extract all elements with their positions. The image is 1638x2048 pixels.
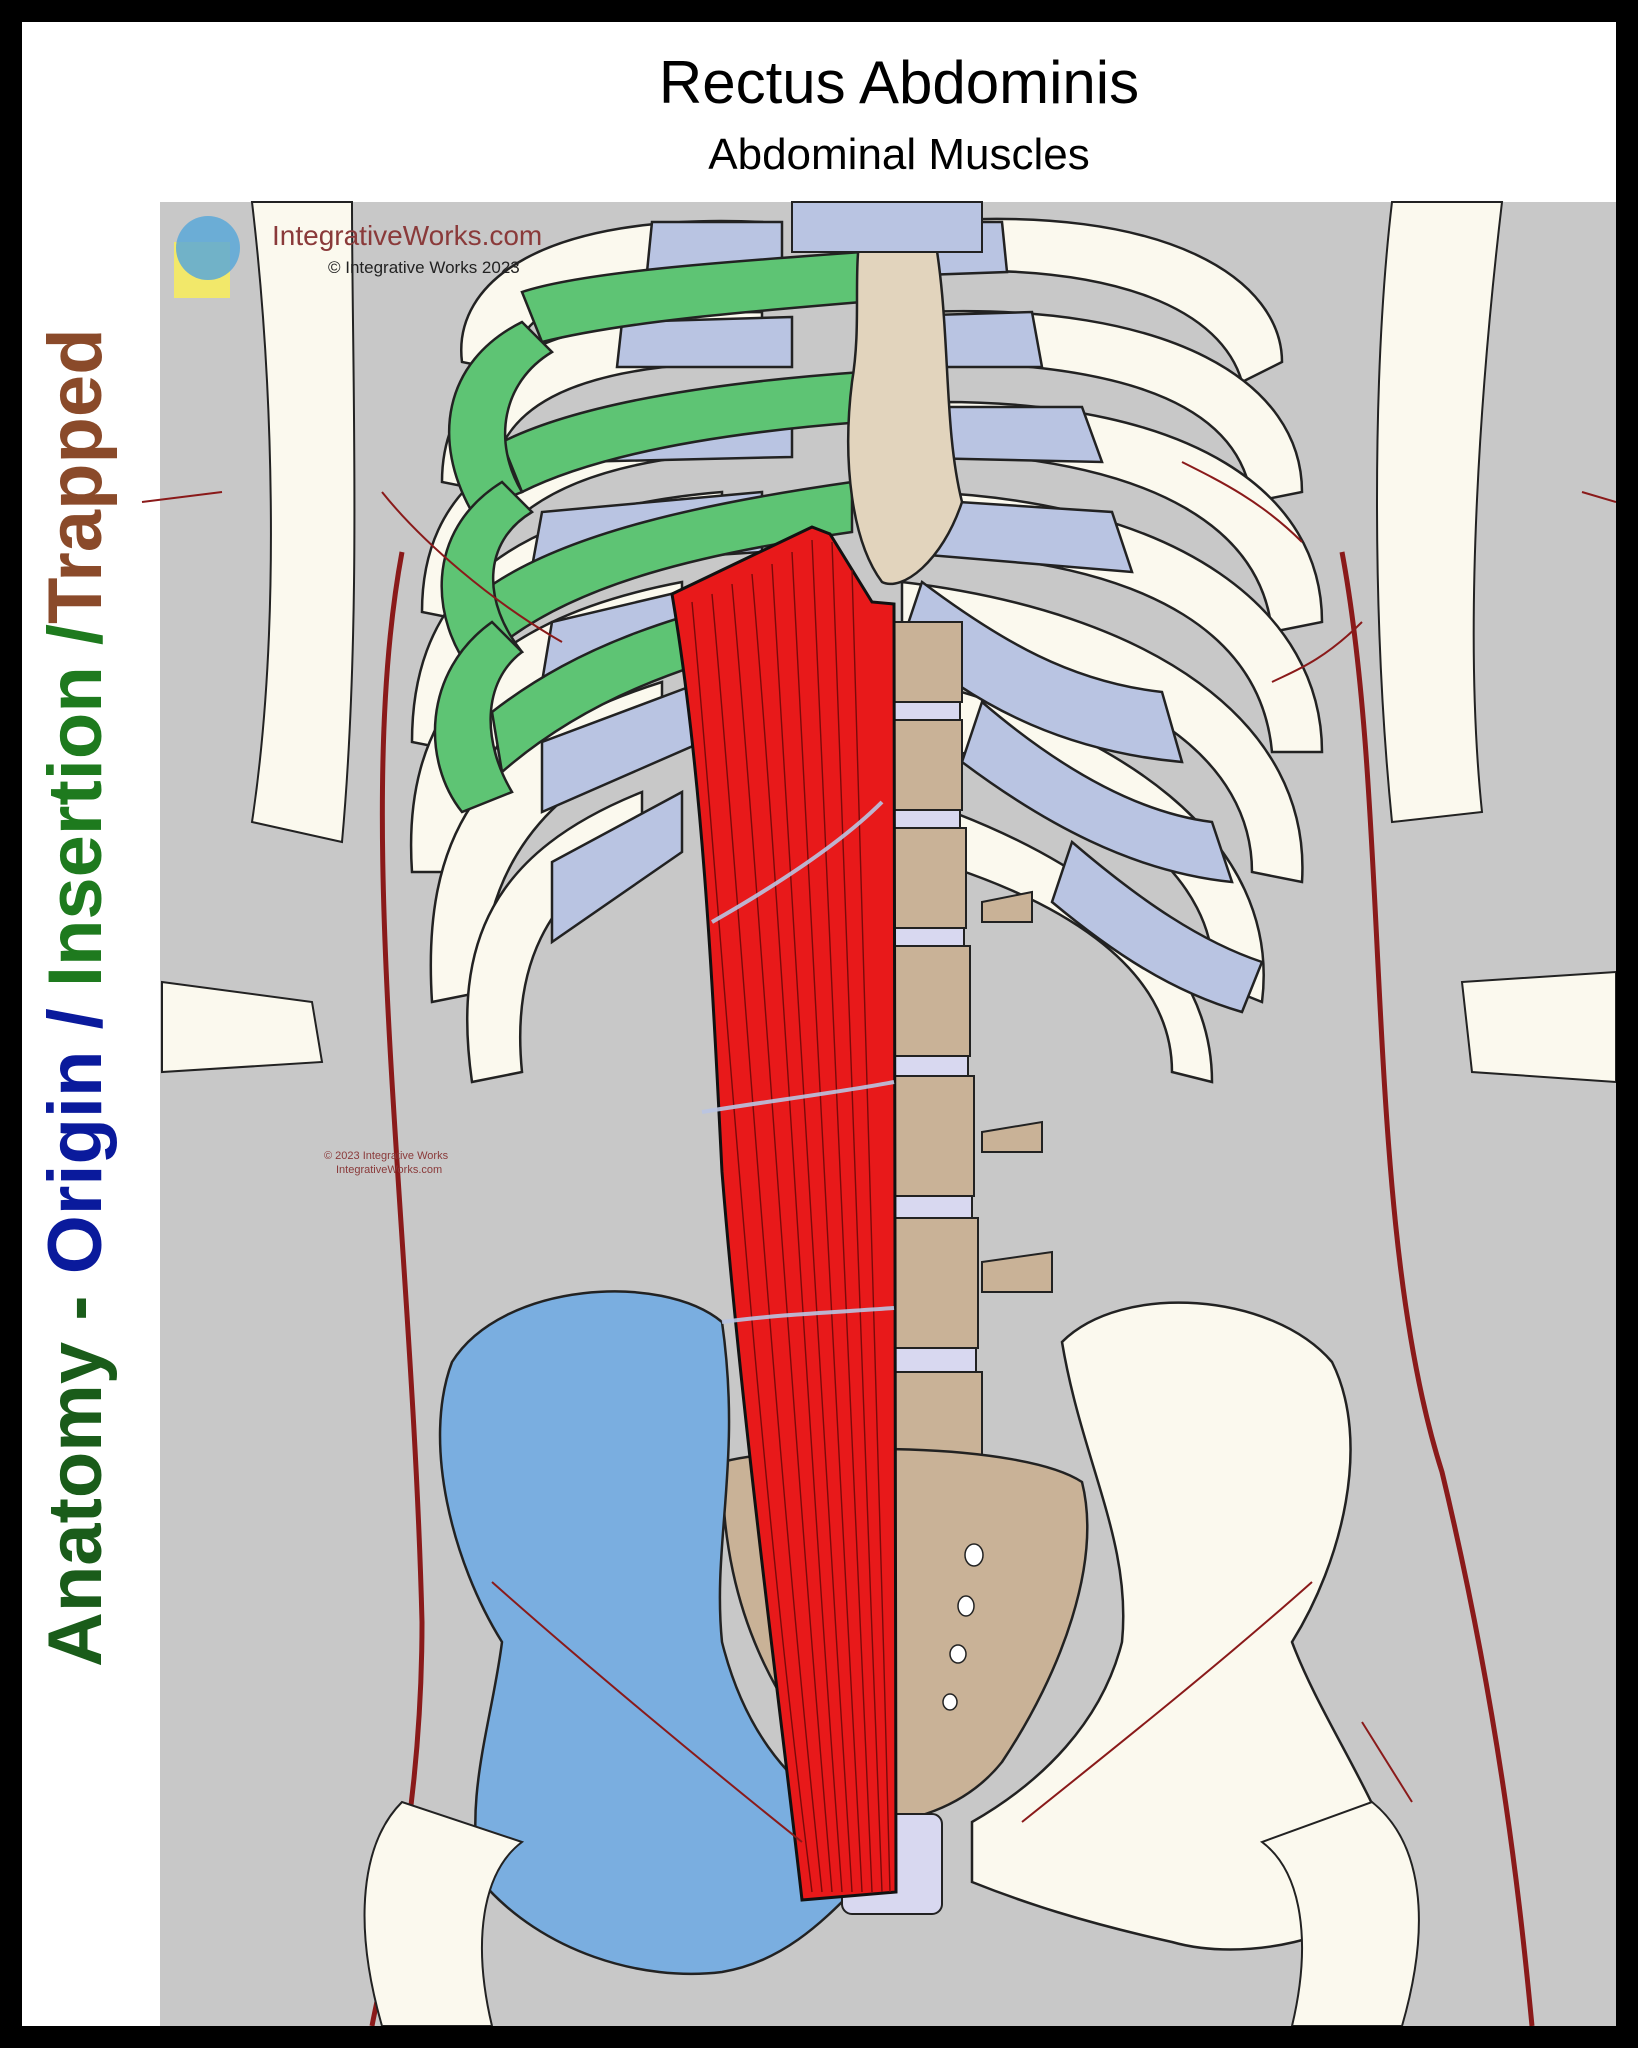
anatomy-illustration xyxy=(141,201,1616,2026)
side-label-separator-1: / xyxy=(33,987,118,1051)
side-label-trapped: Trapped xyxy=(33,328,118,624)
right-forearm xyxy=(1460,970,1616,1084)
page-subtitle: Abdominal Muscles xyxy=(708,130,1090,179)
left-ilium-insertion xyxy=(438,1290,854,1976)
side-label-anatomy: Anatomy - xyxy=(33,1274,118,1667)
watermark-site: IntegrativeWorks.com xyxy=(272,220,543,251)
left-femur xyxy=(363,1800,525,2026)
right-humerus xyxy=(1376,201,1504,824)
side-label-origin: Origin xyxy=(33,1050,118,1275)
watermark-small-site: IntegrativeWorks.com xyxy=(336,1164,443,1176)
rectus-abdominis-muscle xyxy=(670,525,898,1902)
right-femur xyxy=(1259,1800,1420,2026)
side-label-insertion: Insertion xyxy=(33,666,118,988)
vessel-lines xyxy=(141,461,1616,1843)
right-body-contour xyxy=(1339,551,1535,2026)
left-humerus xyxy=(250,201,356,844)
integrative-works-logo xyxy=(174,216,240,298)
page-title: Rectus Abdominis xyxy=(658,49,1140,116)
watermark-small-copyright: © 2023 Integrative Works xyxy=(324,1150,449,1162)
muscle-fibers xyxy=(691,539,891,1893)
sternum xyxy=(847,220,964,585)
diagram-frame: Rectus Abdominis Abdominal Muscles Integ… xyxy=(22,22,1616,2026)
side-label-separator-2: / xyxy=(33,624,118,667)
watermark-copyright: © Integrative Works 2023 xyxy=(328,258,520,277)
tendinous-intersections xyxy=(701,800,895,1324)
side-label: Anatomy - Origin / Insertion /Trapped xyxy=(26,328,126,1667)
sacral-foramina xyxy=(942,1543,984,1711)
left-forearm xyxy=(161,980,324,1074)
manubrium-cartilage xyxy=(791,201,983,253)
